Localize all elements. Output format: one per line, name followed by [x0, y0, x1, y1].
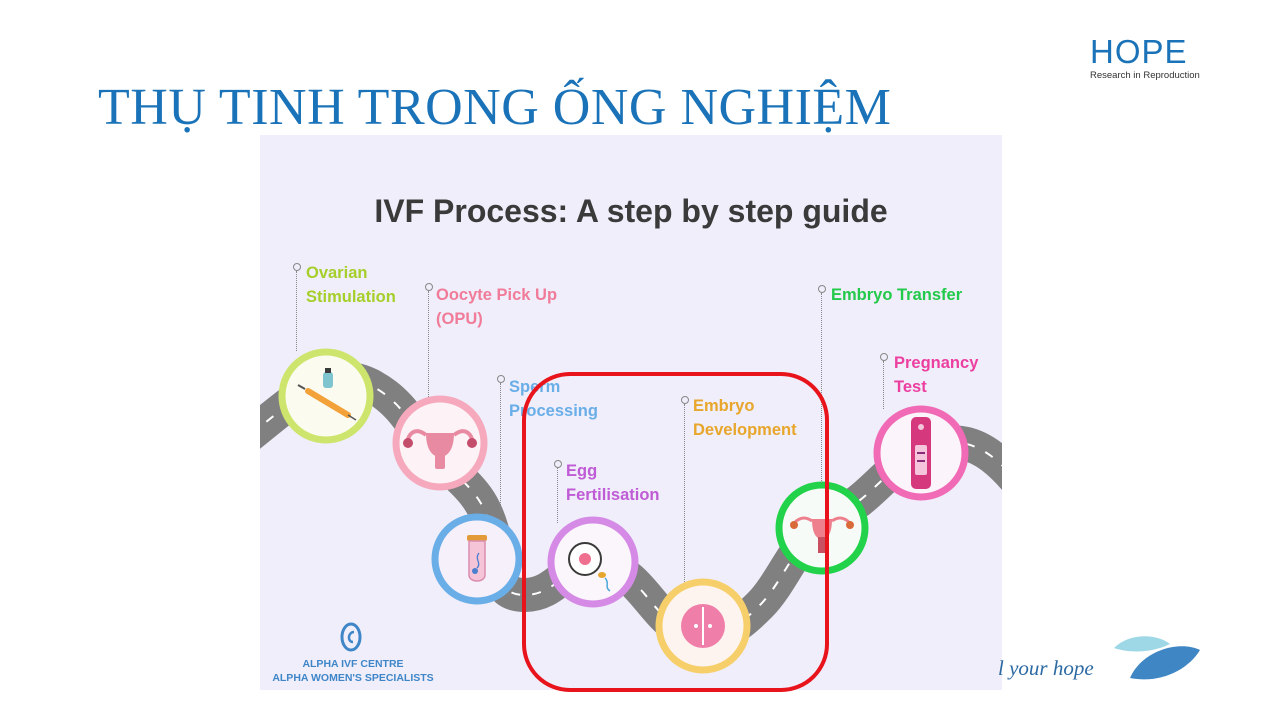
step-pin-line	[557, 468, 559, 523]
step-pin-line	[428, 291, 430, 397]
step-circle-sperm-processing	[431, 513, 523, 605]
embryo-icon	[681, 604, 725, 648]
slide-title: THỤ TINH TRONG ỐNG NGHIỆM	[98, 79, 892, 136]
hope-logo-subtitle: Research in Reproduction	[1090, 70, 1200, 81]
hope-logo: HOPE Research in Reproduction	[1090, 34, 1202, 84]
step-pin-line	[821, 293, 823, 483]
step-pin-marker	[425, 283, 433, 291]
road-lane-markings	[260, 377, 1002, 638]
step-circle-oocyte-pick-up	[392, 395, 488, 491]
alpha-womens-specialists-text: ALPHA WOMEN'S SPECIALISTS	[272, 672, 434, 684]
step-pin-marker	[293, 263, 301, 271]
ivf-infographic: IVF Process: A step by step guide	[260, 135, 1002, 690]
step-pin-marker	[880, 353, 888, 361]
step-circle-embryo-development	[655, 578, 751, 674]
step-pin-marker	[818, 285, 826, 293]
test-tube-icon	[467, 535, 487, 582]
step-pin-marker	[497, 375, 505, 383]
alpha-ivf-emblem-icon	[340, 622, 362, 652]
step-pin-marker	[554, 460, 562, 468]
step-label-pregnancy-test: Pregnancy Test	[894, 354, 979, 396]
step-circle-ovarian-stimulation	[278, 348, 374, 444]
step-circle-egg-fertilisation	[547, 516, 639, 608]
pregnancy-test-icon	[911, 417, 931, 489]
slide-tagline: l your hope	[998, 656, 1094, 680]
infographic-title: IVF Process: A step by step guide	[374, 193, 888, 229]
step-pin-line	[500, 383, 502, 513]
hope-logo-wordmark: HOPE	[1090, 33, 1188, 70]
alpha-ivf-centre-text: ALPHA IVF CENTRE	[302, 658, 404, 670]
step-pin-line	[883, 361, 885, 409]
leaf-logo-icon	[1114, 636, 1200, 680]
step-label-ovarian-stimulation: Ovarian Stimulation	[306, 264, 396, 306]
step-label-egg-fertilisation: Egg Fertilisation	[566, 462, 660, 504]
syringe-icon	[297, 368, 357, 421]
egg-sperm-icon	[568, 542, 611, 592]
uterus-icon	[403, 429, 477, 469]
step-pin-marker	[681, 396, 689, 404]
step-label-embryo-transfer: Embryo Transfer	[831, 286, 963, 304]
step-pin-line	[684, 404, 686, 582]
step-label-embryo-development: Embryo Development	[693, 397, 797, 439]
step-label-oocyte-pick-up: Oocyte Pick Up (OPU)	[436, 286, 558, 328]
highlight-box	[522, 372, 829, 692]
step-pin-line	[296, 271, 298, 351]
step-circle-pregnancy-test	[873, 405, 969, 501]
step-circles	[278, 348, 969, 674]
